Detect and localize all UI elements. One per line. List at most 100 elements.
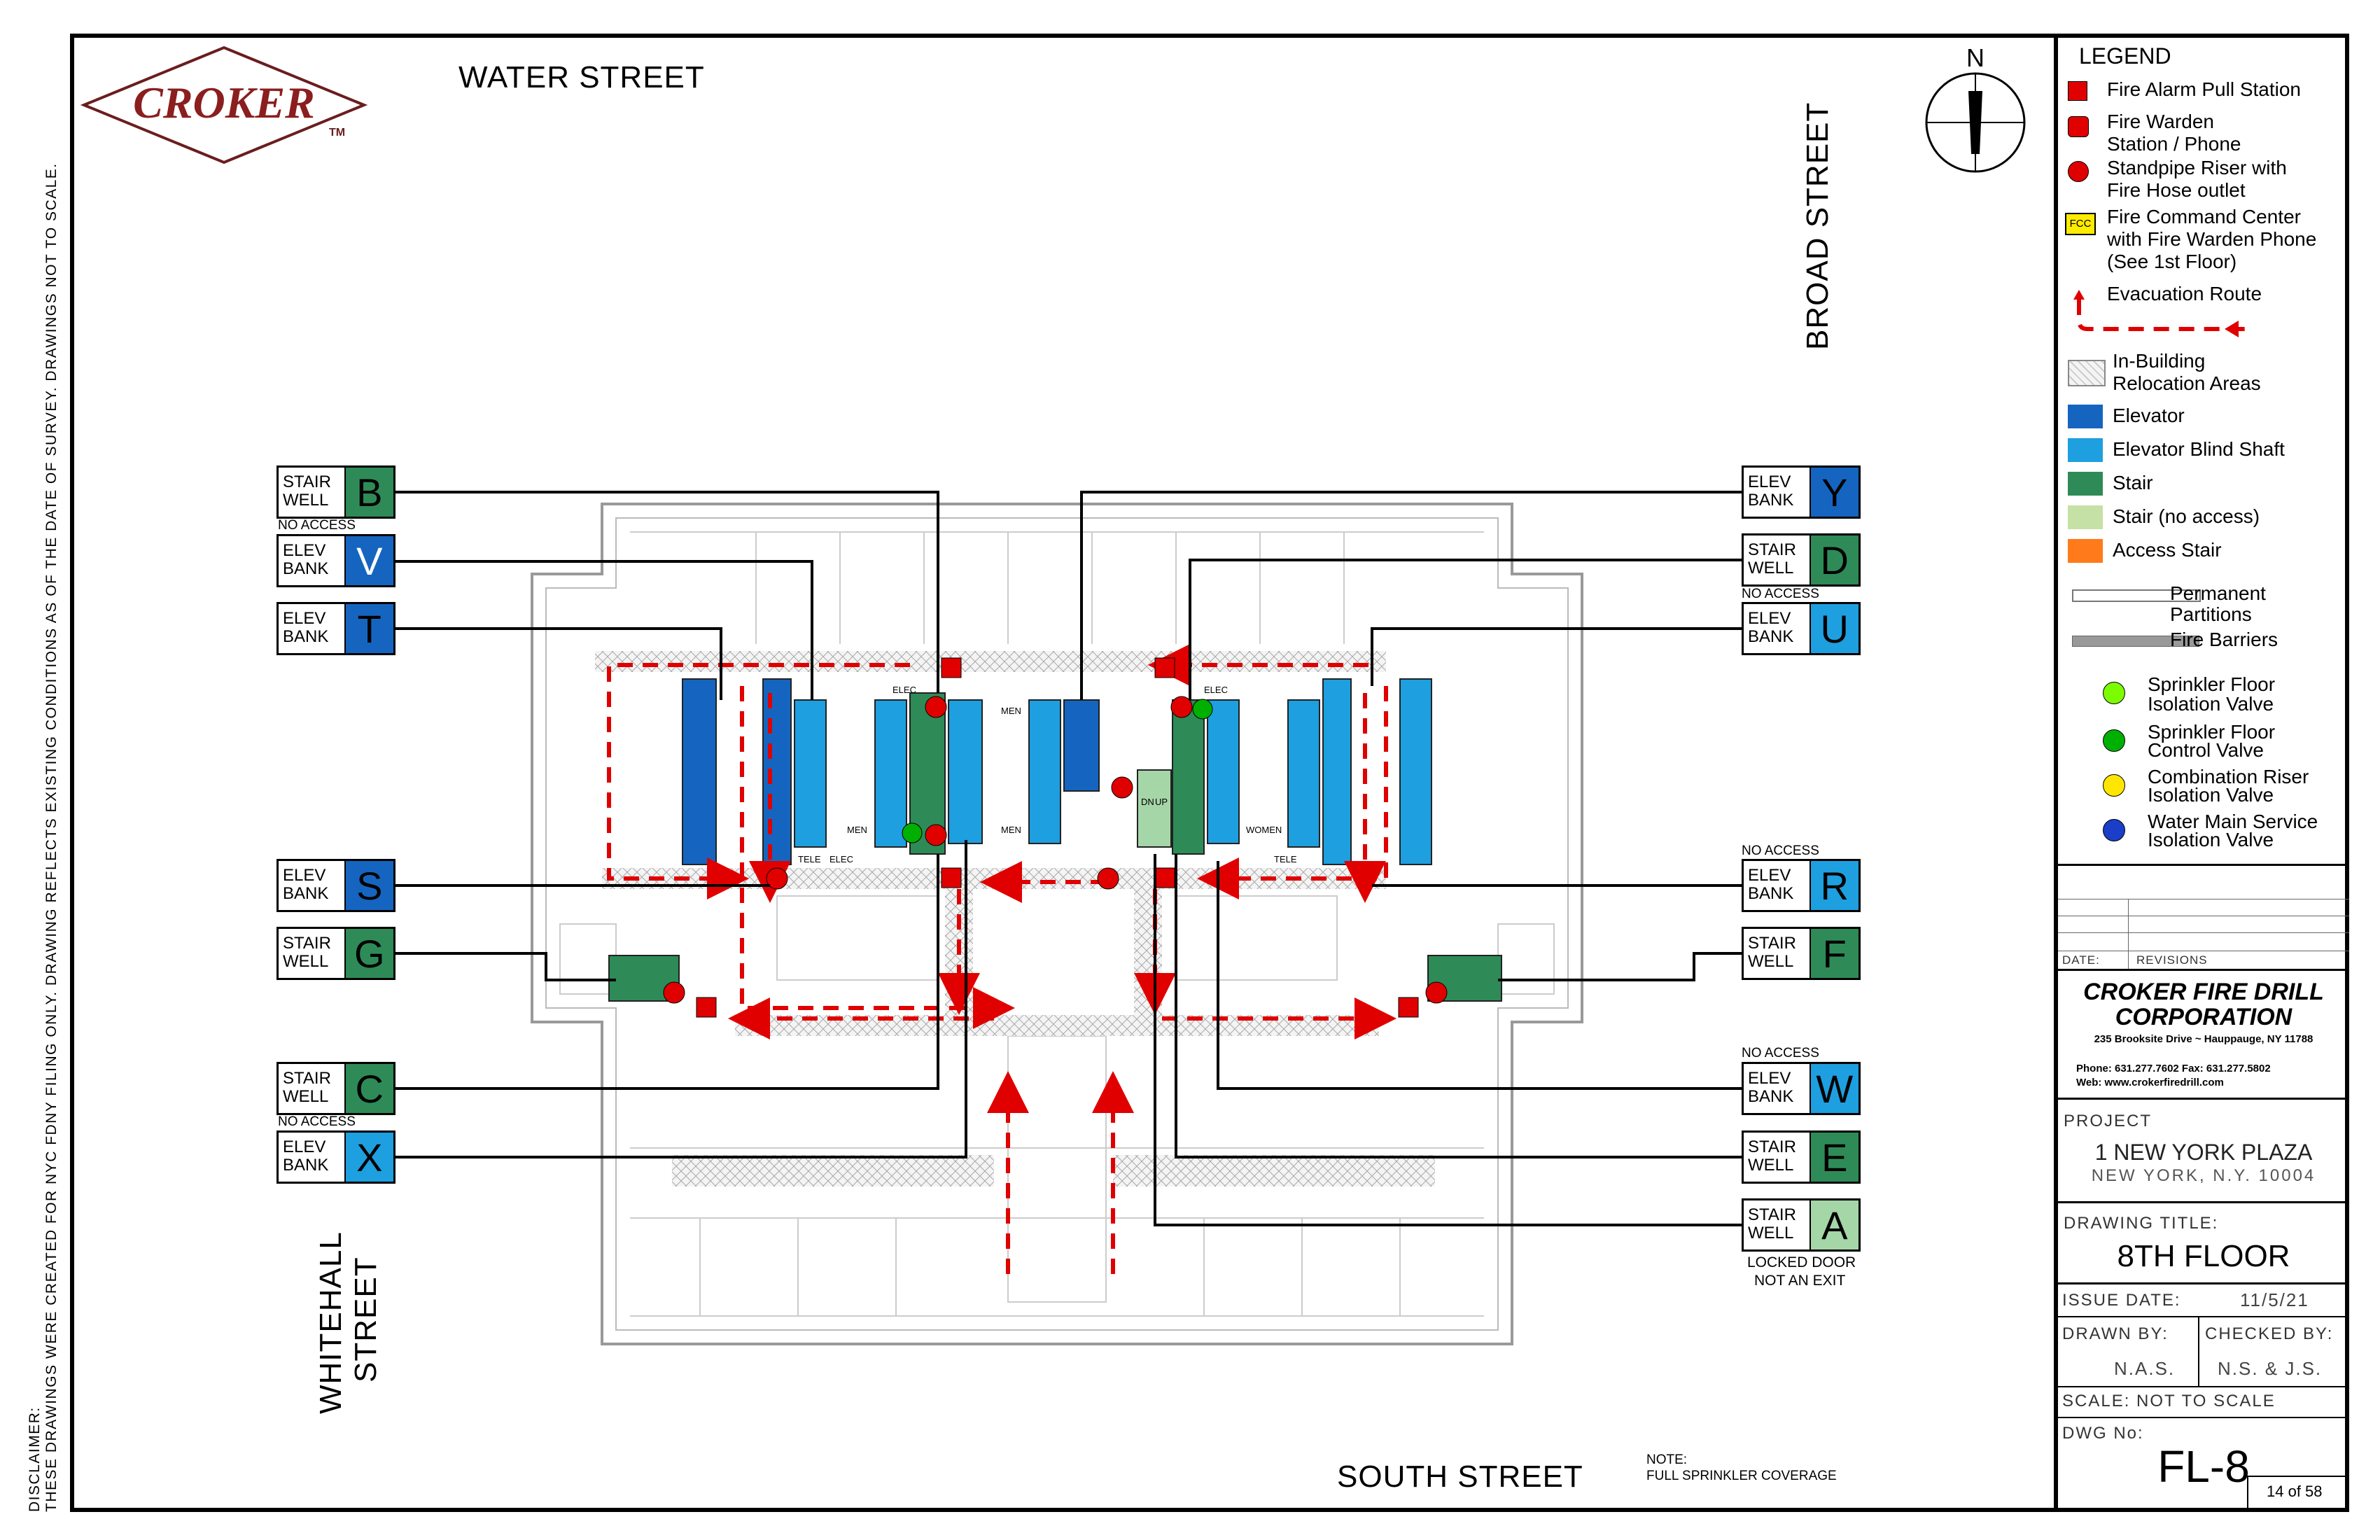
drawing-title: 8TH FLOOR [2117,1239,2290,1273]
checked-by-label: CHECKED BY: [2205,1324,2334,1343]
sheet-border [70,34,2349,1512]
project-city: NEW YORK, N.Y. 10004 [2091,1166,2316,1185]
standpipe-icon [2068,161,2089,182]
note-not-an-exit: NOT AN EXIT [1754,1273,1846,1289]
evacuation-route-icon [2065,279,2345,342]
legend-standpipe-2: Fire Hose outlet [2107,179,2246,201]
mark-men-2: MEN [847,825,867,835]
note-locked-door: LOCKED DOOR [1747,1254,1856,1270]
legend-criv-2: Isolation Valve [2148,784,2274,806]
legend-fire-barriers: Fire Barriers [2170,629,2278,650]
fcc-icon: FCC [2065,213,2096,235]
legend-reloc-1: In-Building [2113,350,2206,372]
relocation-areas [595,651,1435,1186]
mark-elec-2: ELEC [892,685,916,695]
water-main-valve-icon [2103,819,2125,841]
drawn-by-label: DRAWN BY: [2062,1324,2169,1343]
company-name-1: CROKER FIRE DRILL [2083,979,2324,1005]
company-web: Web: www.crokerfiredrill.com [2076,1077,2224,1088]
logo-text: CROKER [133,78,315,127]
fire-barrier-icon [2072,636,2199,647]
mark-dn: DN [1141,797,1154,807]
legend-fire-warden-1: Fire Warden [2107,111,2215,132]
drawing-title-label: DRAWING TITLE: [2064,1214,2219,1233]
mark-tele-2: TELE [1274,854,1297,864]
combination-riser-valve-icon [2103,774,2125,797]
sprinkler-isolation-valve-icon [2103,682,2125,704]
legend-stair: Stair [2113,472,2153,493]
title-block: LEGEND Fire Alarm Pull Station Fire Ward… [2054,34,2349,1512]
mark-tele-1: TELE [798,854,821,864]
standpipe-risers [663,696,1448,1004]
note-no-access-x: NO ACCESS [278,1114,356,1129]
legend-stair-no-access: Stair (no access) [2113,505,2260,527]
legend-elevator: Elevator [2113,405,2185,426]
elevator-icon [2068,405,2103,428]
legend-fcc-2: with Fire Warden Phone [2107,228,2317,250]
project-name: 1 NEW YORK PLAZA [2094,1140,2313,1165]
mark-men-1: MEN [1001,706,1021,716]
note-no-access-u: NO ACCESS [1742,587,1819,601]
building-outline [531,503,1583,1345]
checked-by: N.S. & J.S. [2218,1358,2323,1379]
permanent-partition-icon [2072,589,2201,602]
blind-shaft-icon [2068,438,2103,462]
sheet-number: 14 of 58 [2267,1483,2323,1500]
revision-date-label: DATE: [2062,953,2100,967]
drawn-by: N.A.S. [2114,1358,2176,1379]
mark-women: WOMEN [1246,825,1282,835]
croker-logo: CROKER TM [77,42,371,168]
legend-blind-shaft: Elevator Blind Shaft [2113,438,2285,460]
compass-label: N [1966,43,1984,72]
issue-date: 11/5/21 [2240,1289,2309,1310]
note-text: FULL SPRINKLER COVERAGE [1646,1469,1837,1483]
logo-tm: TM [329,127,345,139]
stair-no-access-icon [2068,505,2103,529]
legend-evacuation: Evacuation Route [2107,283,2262,304]
mark-up: UP [1155,797,1168,807]
legend-access-stair: Access Stair [2113,539,2222,561]
dwg-label: DWG No: [2062,1424,2144,1443]
legend-wmsiv-1: Water Main Service [2148,811,2318,832]
legend-sfcv-2: Control Valve [2148,739,2264,761]
fire-warden-stations [766,776,1133,890]
note-title: NOTE: [1646,1452,1688,1467]
scale-text: SCALE: NOT TO SCALE [2062,1392,2276,1410]
note-no-access-r: NO ACCESS [1742,844,1819,858]
sprinkler-control-valves [902,699,1213,844]
note-no-access-v: NO ACCESS [278,518,356,533]
legend-fcc-1: Fire Command Center [2107,206,2301,227]
issue-date-label: ISSUE DATE: [2062,1291,2181,1310]
legend-criv-1: Combination Riser [2148,766,2309,788]
company-phone: Phone: 631.277.7602 Fax: 631.277.5802 [2076,1063,2271,1074]
legend-wmsiv-2: Isolation Valve [2148,829,2274,850]
note-no-access-w: NO ACCESS [1742,1046,1819,1060]
legend-sfiv-1: Sprinkler Floor [2148,673,2276,695]
revisions-label: REVISIONS [2136,953,2208,967]
legend-fire-warden-2: Station / Phone [2107,133,2241,155]
legend-perm-1: Permanent [2170,582,2266,604]
street-north: WATER STREET [458,60,705,94]
legend-perm-2: Partitions [2170,603,2252,625]
dwg-number: FL-8 [2157,1441,2250,1492]
stair-icon [2068,472,2103,496]
sprinkler-control-valve-icon [2103,729,2125,752]
mark-elec-1: ELEC [1204,685,1228,695]
legend-standpipe-1: Standpipe Riser with [2107,157,2287,178]
access-stair-icon [2068,539,2103,563]
legend-fire-alarm: Fire Alarm Pull Station [2107,78,2301,100]
street-south: SOUTH STREET [1337,1460,1583,1494]
legend-reloc-2: Relocation Areas [2113,372,2261,394]
